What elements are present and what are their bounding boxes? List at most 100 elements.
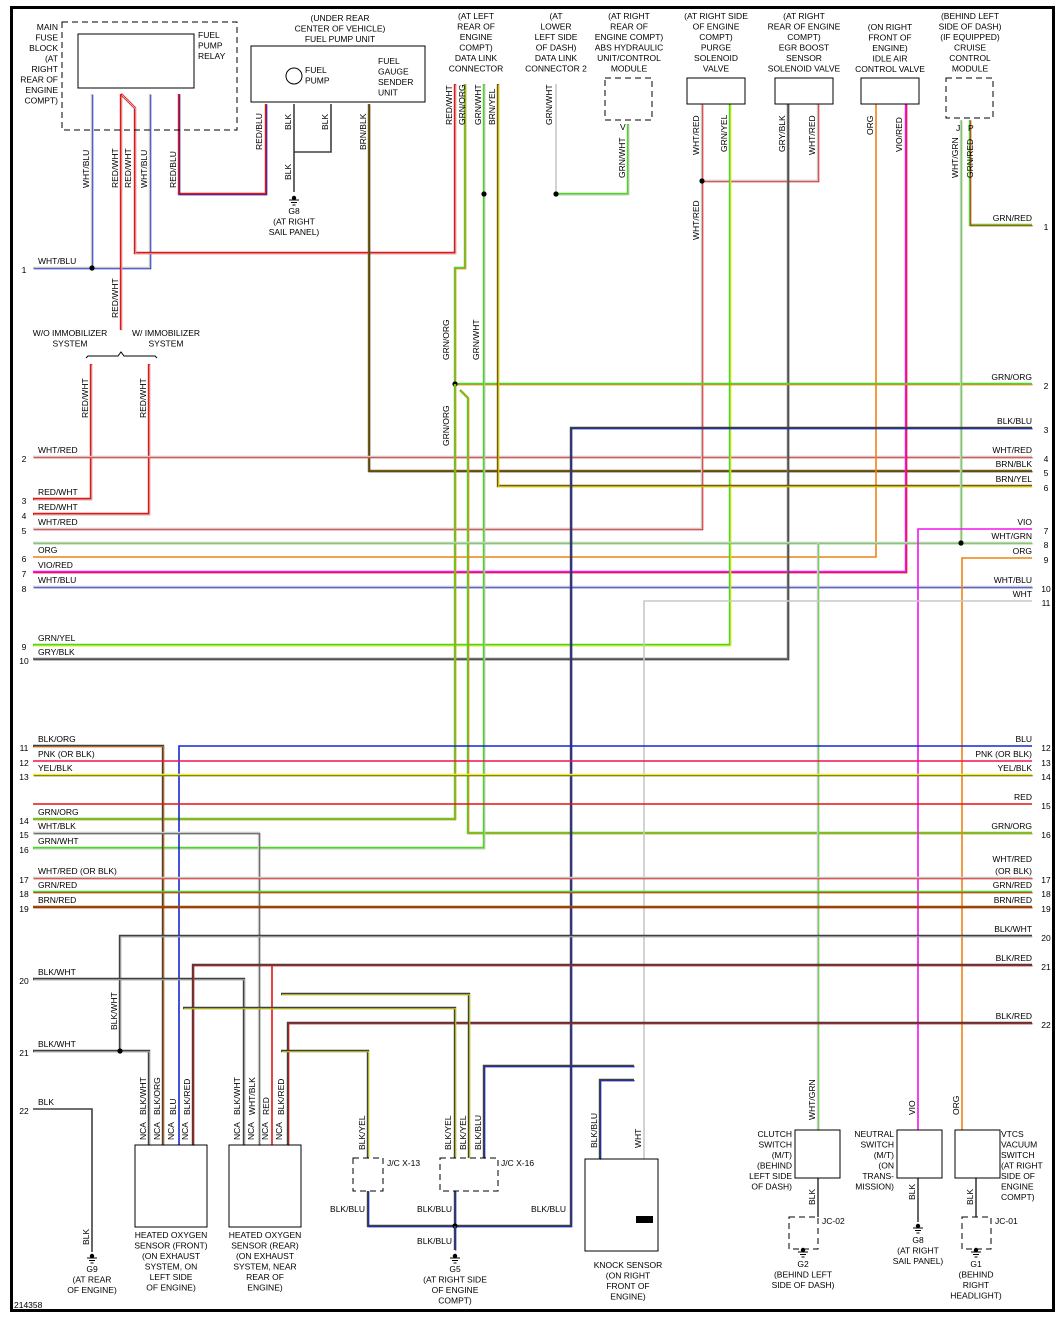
neutral-switch-box [896,1129,943,1179]
wire-egr-wht-red [702,104,820,183]
wire-red-wht-dlc [120,84,457,255]
wire-label: GRN/WHT [471,319,481,360]
nca-label: NCA [152,1122,162,1140]
cruise-module-outline [945,77,994,119]
knock-sensor-label: KNOCK SENSOR [594,1260,663,1270]
main-fuse-block-label: MAIN [37,22,58,32]
fuel-pump-motor-icon [285,67,303,85]
wire-label: BLK/ORG [152,1077,162,1115]
abs-module-label: MODULE [611,64,648,74]
main-fuse-block-label: COMPT) [24,96,58,106]
nca-label: NCA [138,1122,148,1140]
immobilizer-brace [85,351,158,359]
wire-right-1 [968,120,1033,227]
g1-label: (BEHIND [959,1270,994,1280]
abs-module-label: ABS HYDRAULIC [595,43,664,53]
right-pin-number: 11 [1042,598,1051,608]
g5-label: OF ENGINE [432,1285,479,1295]
vtcs-switch-label: SWITCH [1001,1150,1035,1160]
left-pin-number: 19 [19,904,29,914]
g5-label: (AT RIGHT SIDE [423,1275,487,1285]
fuel-pump-unit-box [250,45,426,103]
wire-label: RED/BLU [254,113,264,150]
without-immobilizer-label: W/O IMMOBILIZER [33,328,108,338]
wire-left-8 [33,585,1033,589]
nca-label: NCA [246,1122,256,1140]
wire-left-21 [33,1049,151,1146]
cruise-module-label: (BEHIND LEFT [941,11,999,21]
iac-valve-label: IDLE AIR [873,54,908,64]
left-pin-wire-label: WHT/BLU [38,256,76,266]
right-pin-number: 20 [1041,933,1051,943]
wire-left-10 [33,104,790,661]
wire-left-5 [33,104,704,531]
vtcs-switch-label: COMPT) [1001,1192,1035,1202]
ho2s-rear-label: SYSTEM, NEAR [233,1262,296,1272]
egr-valve-label: EGR BOOST [779,43,830,53]
wire-label: BLK/BLU [417,1204,452,1214]
g8-top-label: (AT RIGHT [273,217,315,227]
right-pin-wire-label: BLK/RED [996,953,1032,963]
clutch-switch-label: OF DASH) [751,1182,792,1192]
ho2s-rear-label: REAR OF [246,1272,284,1282]
wire-left-1 [33,94,152,270]
wire-right-20 [118,934,1033,1052]
right-pin-number: 16 [1041,830,1051,840]
data-link-connector-label: (AT LEFT [458,11,494,21]
left-pin-wire-label: WHT/BLK [38,821,76,831]
wire-right-16 [459,389,1033,835]
wire-label: BLK/YEL [357,1115,367,1150]
wire-right-3 [455,426,1033,1228]
wire-right-22 [286,1021,1033,1146]
egr-valve-label: REAR OF ENGINE [768,22,841,32]
wire-label: RED/WHT [110,278,120,318]
g8-top-label: G8 [288,206,300,216]
left-pin-number: 17 [19,875,29,885]
right-pin-number: 22 [1041,1020,1051,1030]
data-link-connector-label: DATA LINK [455,53,498,63]
clutch-switch-box [794,1129,841,1179]
g8-bottom-label: (AT RIGHT [897,1246,939,1256]
wire-red-blu [177,94,268,196]
wire-label: GRN/ORG [441,319,451,360]
g8-bottom-label: SAIL PANEL) [893,1256,944,1266]
wire-left-4 [33,364,151,516]
iac-valve-label: ENGINE) [872,43,908,53]
left-pin-number: 20 [19,976,29,986]
ho2s-front-label: HEATED OXYGEN [135,1230,208,1240]
splice-dot [958,540,964,546]
wire-right-8 [33,541,1033,545]
neutral-switch-label: NEUTRAL [854,1129,894,1139]
wire-right-6 [496,84,1033,488]
wire-label: RED [261,1097,271,1115]
wire-label: RED/WHT [110,148,120,188]
right-pin-wire-label: VIO [1017,517,1032,527]
main-fuse-block-label: BLOCK [29,43,58,53]
wire-label: BLK/YEL [443,1115,453,1150]
neutral-switch-label: MISSION) [855,1182,894,1192]
left-pin-wire-label: GRN/YEL [38,633,76,643]
left-pin-number: 13 [19,772,29,782]
wire-pin-17 [33,876,1033,880]
wire-blk-blu-jc [482,1064,635,1159]
left-pin-number: 18 [19,889,29,899]
wire-label: GRN/WHT [473,84,483,125]
left-pin-number: 15 [19,830,29,840]
wire-label: BLK [81,1229,91,1245]
g9-label: G9 [86,1264,98,1274]
nca-label: NCA [260,1122,270,1140]
wire-label: BLK/RED [182,1079,192,1115]
left-pin-number: 6 [22,554,27,564]
main-fuse-block-label: ENGINE [25,85,58,95]
clutch-switch-label: LEFT SIDE [749,1171,792,1181]
left-pin-number: 4 [22,511,27,521]
g5-label: COMPT) [438,1296,472,1306]
wire-pin-19 [33,905,1033,909]
g8-bottom-label: G8 [912,1235,924,1245]
right-pin-wire-label: BLK/WHT [994,924,1032,934]
abs-module-label: ENGINE COMPT) [595,32,664,42]
left-pin-number: 2 [22,454,27,464]
abs-pin-label: V [620,122,626,132]
wire-label: RED/WHT [444,85,454,125]
left-pin-wire-label: GRN/ORG [38,807,79,817]
